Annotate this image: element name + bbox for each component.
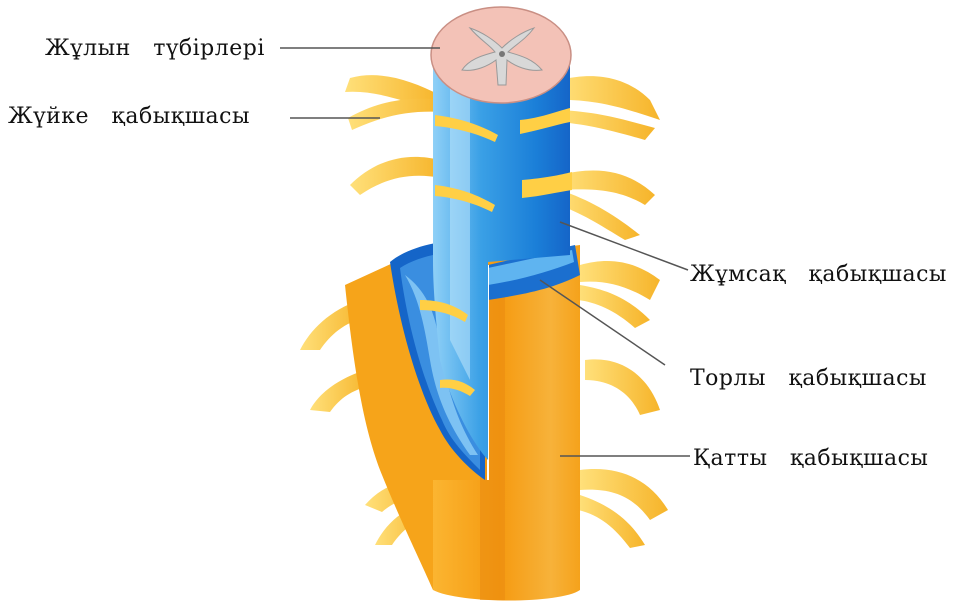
label-spinal-roots: Жұлын түбірлері <box>45 38 265 60</box>
label-pia-mater: Жұмсақ қабықшасы <box>690 264 947 286</box>
label-nerve-sheath: Жүйке қабықшасы <box>8 106 250 128</box>
cord-cross-section <box>431 7 571 103</box>
label-arachnoid-mater: Торлы қабықшасы <box>690 368 927 390</box>
label-dura-mater: Қатты қабықшасы <box>693 448 928 470</box>
